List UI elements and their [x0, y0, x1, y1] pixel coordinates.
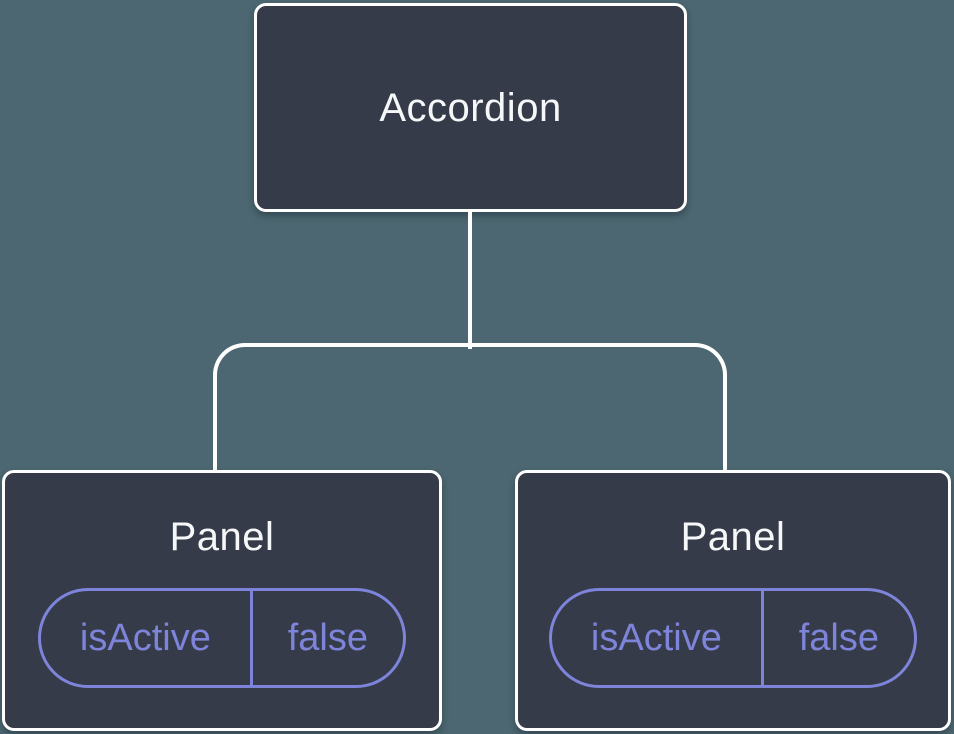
panel-node-right: Panel isActive false: [515, 470, 951, 731]
accordion-label: Accordion: [379, 85, 562, 130]
panel-label: Panel: [169, 515, 275, 559]
state-value: false: [287, 617, 369, 659]
state-pill: isActive false: [549, 588, 917, 688]
connector-branch: [213, 343, 727, 470]
connector-stem: [468, 212, 472, 349]
panel-node-left: Panel isActive false: [2, 470, 442, 731]
state-value: false: [798, 617, 880, 659]
panel-label: Panel: [680, 515, 786, 559]
state-key: isActive: [552, 591, 764, 685]
accordion-node: Accordion: [254, 3, 687, 212]
state-pill: isActive false: [38, 588, 406, 688]
state-key: isActive: [41, 591, 253, 685]
